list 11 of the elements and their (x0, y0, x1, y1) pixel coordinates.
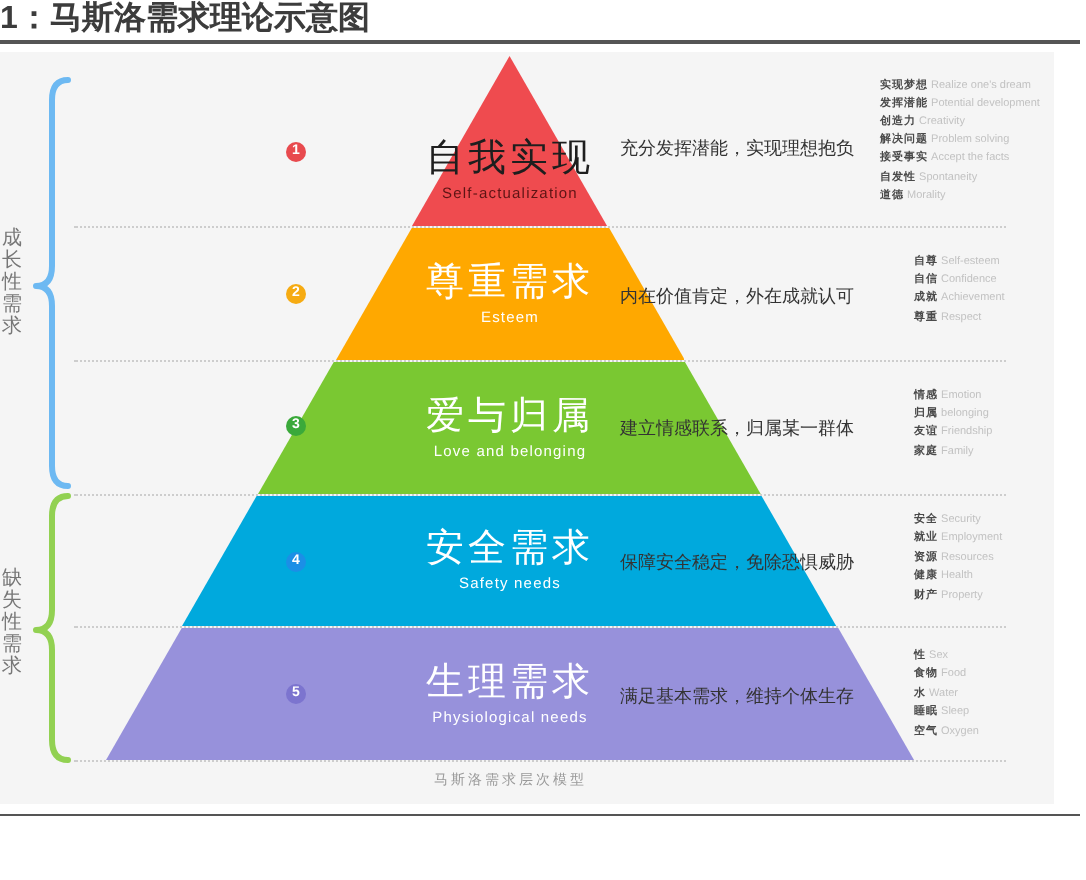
pyramid-tier (258, 362, 762, 494)
tier-description: 充分发挥潜能，实现理想抱负 (620, 136, 854, 160)
tier-title: 安全需求 (425, 528, 594, 572)
bracket-label: 成长性需求 (2, 228, 22, 338)
figure-title: 1：马斯洛需求理论示意图 (0, 0, 370, 38)
tier-title: 爱与归属 (425, 395, 594, 439)
bracket-label: 缺失性需求 (2, 568, 22, 678)
tier-title: 尊重需求 (425, 261, 594, 305)
tier-title: 生理需求 (426, 661, 594, 705)
tier-description: 保障安全稳定，免除恐惧威胁 (619, 550, 854, 574)
tier-description: 满足基本需求，维持个体生存 (620, 684, 854, 708)
